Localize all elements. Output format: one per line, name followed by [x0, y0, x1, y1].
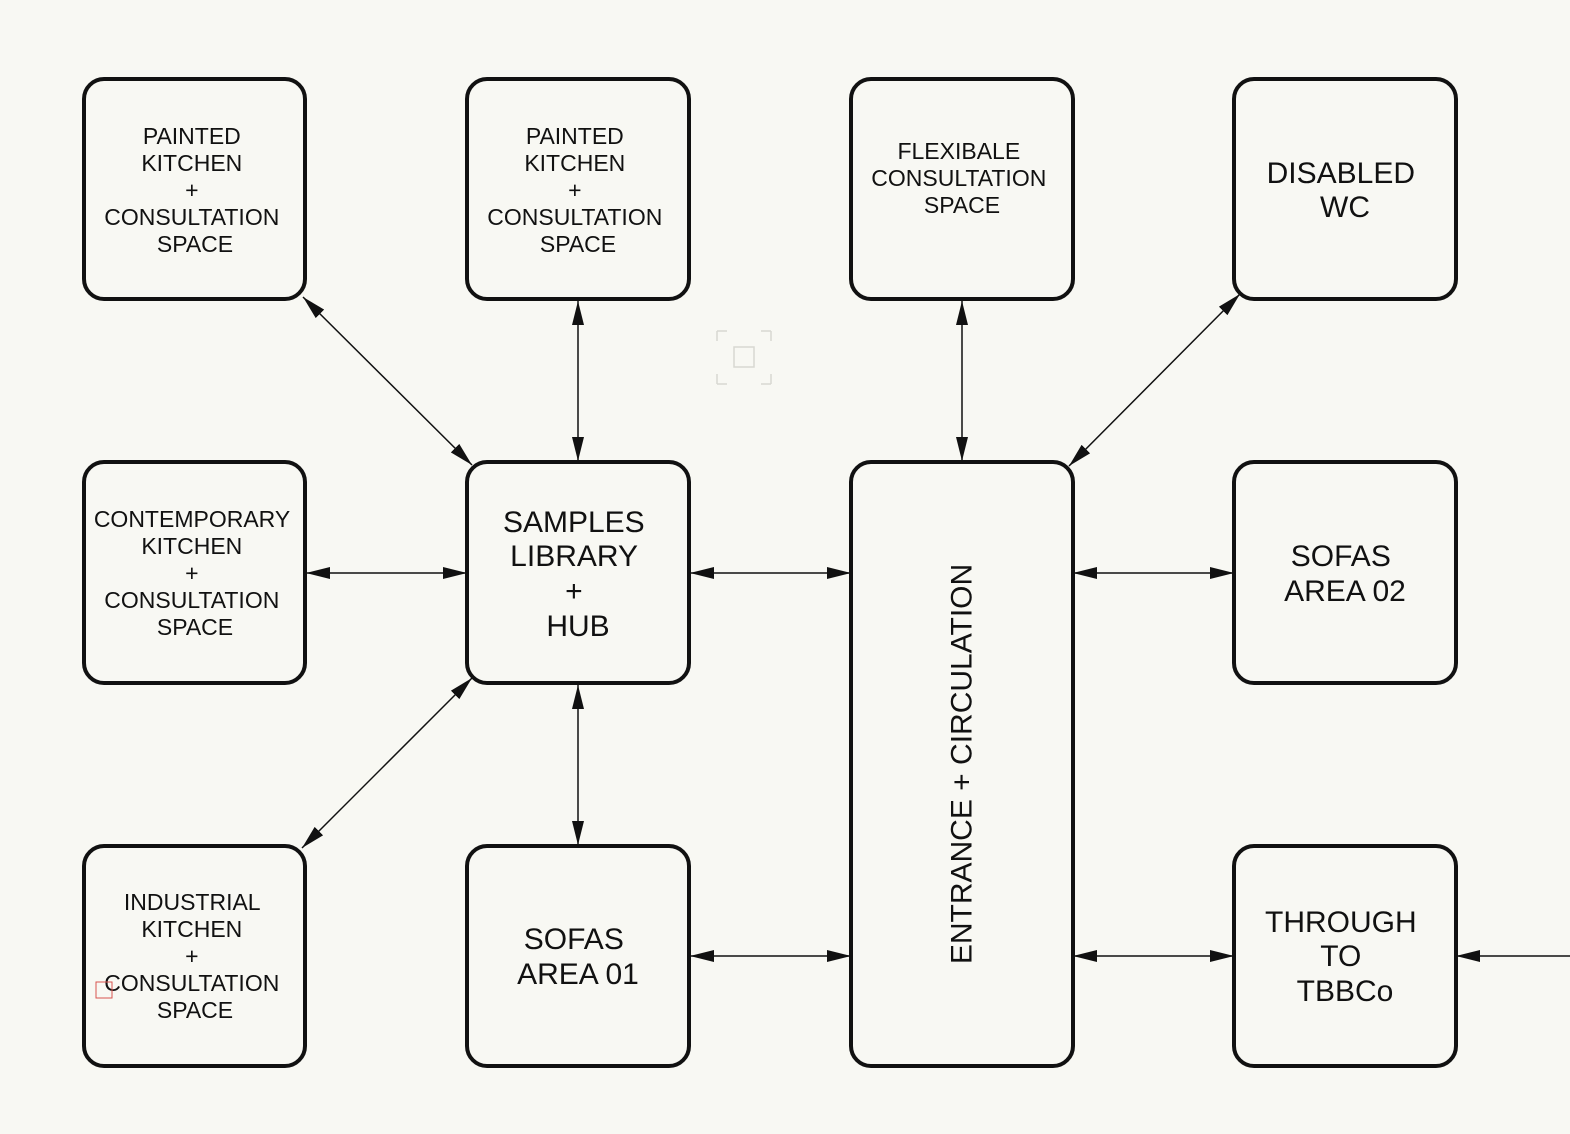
node-box — [82, 460, 307, 685]
node-box — [1232, 77, 1458, 301]
node-label: SAMPLES LIBRARY + HUB — [503, 506, 653, 643]
node-label: ENTRANCE + CIRCULATION — [946, 564, 979, 964]
node-box — [465, 460, 691, 685]
node-label: CONTEMPORARY KITCHEN + CONSULTATION SPAC… — [94, 506, 296, 640]
node-box — [1232, 844, 1458, 1068]
node-sofas-area-02[interactable]: SOFAS AREA 02 — [1232, 460, 1458, 685]
connector-painted-kitchen-1-to-hub — [302, 296, 473, 466]
node-samples-library-hub[interactable]: SAMPLES LIBRARY + HUB — [465, 460, 691, 685]
node-disabled-wc[interactable]: DISABLED WC — [1232, 77, 1458, 301]
node-box — [465, 844, 691, 1068]
node-box — [849, 460, 1075, 1068]
node-label: THROUGH TO TBBCo — [1265, 906, 1425, 1008]
node-label: PAINTED KITCHEN + CONSULTATION SPACE — [487, 123, 668, 257]
node-label: SOFAS AREA 01 — [517, 923, 639, 991]
node-label: DISABLED WC — [1267, 157, 1424, 224]
node-box — [849, 77, 1075, 301]
node-box — [82, 77, 307, 301]
node-sofas-area-01[interactable]: SOFAS AREA 01 — [465, 844, 691, 1068]
node-label: SOFAS AREA 02 — [1284, 540, 1406, 608]
node-box — [82, 844, 307, 1068]
connector-industrial-kitchen-to-hub — [301, 677, 473, 849]
selection-marker-icon — [716, 330, 772, 385]
connector-disabled-wc-to-entrance — [1068, 293, 1241, 467]
node-through-to-tbbco[interactable]: THROUGH TO TBBCo — [1232, 844, 1458, 1068]
node-painted-kitchen-1[interactable]: PAINTED KITCHEN + CONSULTATION SPACE — [82, 77, 307, 301]
node-label: FLEXIBALE CONSULTATION SPACE — [871, 138, 1052, 218]
node-painted-kitchen-2[interactable]: PAINTED KITCHEN + CONSULTATION SPACE — [465, 77, 691, 301]
node-box — [465, 77, 691, 301]
node-contemporary-kitchen[interactable]: CONTEMPORARY KITCHEN + CONSULTATION SPAC… — [82, 460, 307, 685]
node-flexibale-consultation[interactable]: FLEXIBALE CONSULTATION SPACE — [849, 77, 1075, 301]
node-box — [1232, 460, 1458, 685]
node-industrial-kitchen[interactable]: INDUSTRIAL KITCHEN + CONSULTATION SPACE — [82, 844, 307, 1068]
selection-handle-icon — [95, 981, 113, 999]
node-label: INDUSTRIAL KITCHEN + CONSULTATION SPACE — [104, 889, 285, 1023]
connections — [301, 293, 1570, 962]
node-label: PAINTED KITCHEN + CONSULTATION SPACE — [104, 123, 285, 257]
node-entrance-circulation[interactable]: ENTRANCE + CIRCULATION — [849, 460, 1075, 1068]
